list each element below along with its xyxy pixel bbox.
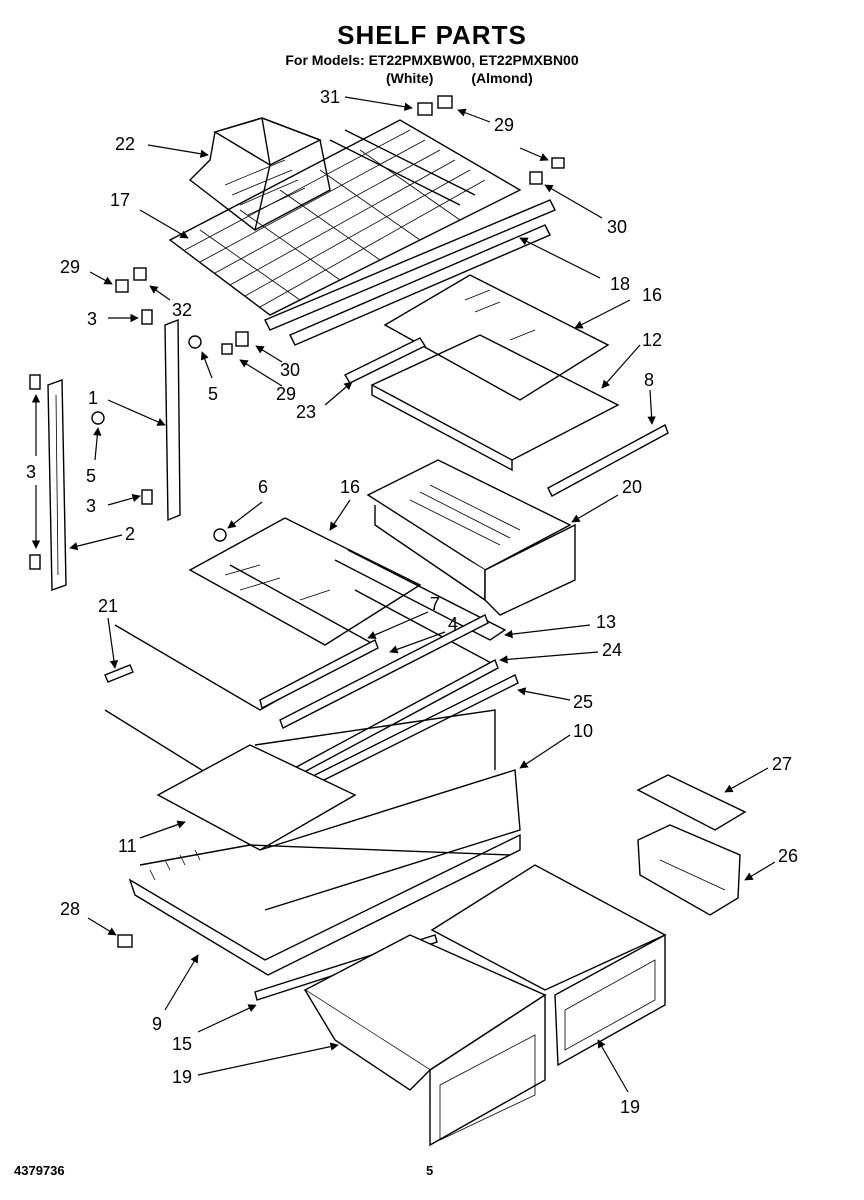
callout-23: 23 xyxy=(296,402,316,422)
callout-1: 1 xyxy=(88,388,98,408)
part-19-crisper-drawers xyxy=(303,864,667,1147)
callout-10: 10 xyxy=(573,721,593,741)
callout-3: 3 xyxy=(87,309,97,329)
callout-16: 16 xyxy=(340,477,360,497)
callout-4: 4 xyxy=(448,614,458,634)
variant-almond: (Almond) xyxy=(471,70,533,86)
callout-7: 7 xyxy=(430,594,440,614)
callout-29: 29 xyxy=(494,115,514,135)
callout-25: 25 xyxy=(573,692,593,712)
page-title: SHELF PARTS xyxy=(337,20,527,50)
part-20-drawer xyxy=(366,459,576,616)
callout-29: 29 xyxy=(276,384,296,404)
page-number: 5 xyxy=(426,1163,434,1178)
part-1-2-ladders xyxy=(47,318,181,591)
callout-3: 3 xyxy=(26,462,36,482)
callout-18: 18 xyxy=(610,274,630,294)
shelf-clips xyxy=(29,95,565,948)
callout-5: 5 xyxy=(86,466,96,486)
callout-16: 16 xyxy=(642,285,662,305)
callout-17: 17 xyxy=(110,190,130,210)
callout-20: 20 xyxy=(622,477,642,497)
callout-3: 3 xyxy=(86,496,96,516)
callout-24: 24 xyxy=(602,640,622,660)
callout-28: 28 xyxy=(60,899,80,919)
part-10-11-lower-shelf xyxy=(156,709,521,911)
callout-22: 22 xyxy=(115,134,135,154)
part-17-wire-shelf xyxy=(168,119,522,316)
callout-27: 27 xyxy=(772,754,792,774)
callout-32: 32 xyxy=(172,300,192,320)
callout-13: 13 xyxy=(596,612,616,632)
callout-19: 19 xyxy=(620,1097,640,1117)
document-number: 4379736 xyxy=(14,1163,65,1178)
part-22-bin xyxy=(188,117,331,231)
variant-white: (White) xyxy=(386,70,434,86)
leader-lines xyxy=(31,96,776,1093)
screws xyxy=(91,335,227,542)
callout-30: 30 xyxy=(280,360,300,380)
callout-29: 29 xyxy=(60,257,80,277)
callout-30: 30 xyxy=(607,217,627,237)
callout-2: 2 xyxy=(125,524,135,544)
callout-21: 21 xyxy=(98,596,118,616)
callout-12: 12 xyxy=(642,330,662,350)
callout-11: 11 xyxy=(118,836,137,856)
callout-19: 19 xyxy=(172,1067,192,1087)
models-subtitle: For Models: ET22PMXBW00, ET22PMXBN00 xyxy=(285,52,579,68)
callout-8: 8 xyxy=(644,370,654,390)
callout-5: 5 xyxy=(208,384,218,404)
part-12-shelf-frame xyxy=(343,334,620,472)
part-8-rail xyxy=(547,424,669,497)
color-variants: (White) (Almond) xyxy=(386,70,567,86)
part-18-trim-rail xyxy=(264,199,556,346)
part-26-27-dairy-bin xyxy=(636,774,747,916)
callout-15: 15 xyxy=(172,1034,192,1054)
part-9-crisper-cover xyxy=(128,833,521,976)
callout-26: 26 xyxy=(778,846,798,866)
callout-31: 31 xyxy=(320,87,340,107)
callout-6: 6 xyxy=(258,477,268,497)
callout-labels: 31 29 22 30 17 18 29 32 16 3 30 12 5 29 … xyxy=(26,87,798,1117)
part-16-glass-upper xyxy=(383,274,610,401)
callout-9: 9 xyxy=(152,1014,162,1034)
part-16-glass-lower xyxy=(188,517,422,646)
